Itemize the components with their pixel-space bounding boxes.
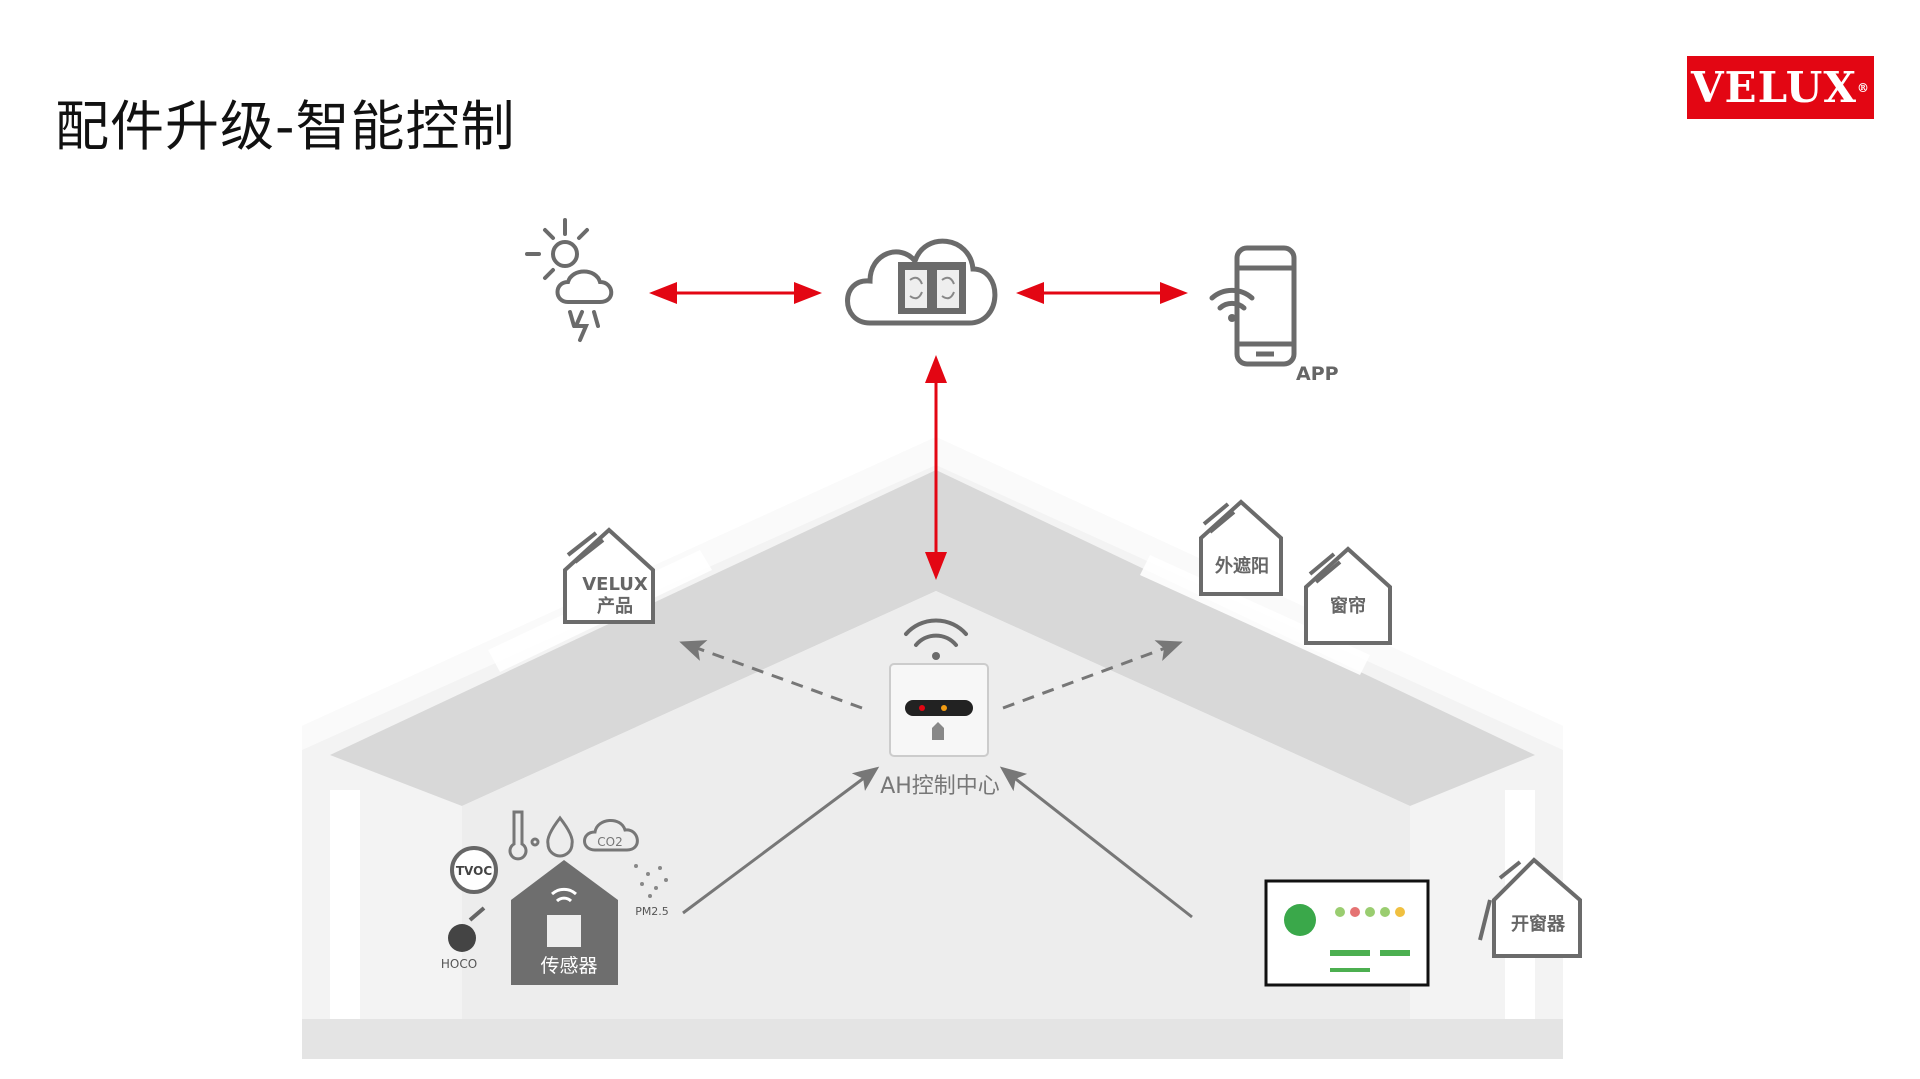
window-opener-label: 开窗器: [1511, 913, 1566, 935]
display-to-hub-arrow: [999, 766, 1193, 919]
velux-logo: VELUX®: [1687, 56, 1874, 119]
sensor-label: 传感器: [540, 955, 597, 977]
logo-text: VELUX: [1690, 63, 1858, 112]
hub-label: AH控制中心: [880, 774, 1000, 799]
external-shading-label: 外遮阳: [1215, 555, 1269, 577]
app-label: APP: [1296, 363, 1339, 385]
hub-to-shading-arrow: [1002, 640, 1183, 710]
thermometer-icon: [508, 810, 540, 861]
pm25-particles-icon: [634, 864, 668, 898]
sensor-group: [448, 810, 668, 985]
velux-product-label-2: 产品: [597, 595, 633, 617]
co2-label: CO2: [597, 835, 622, 849]
tvoc-label: TVOC: [456, 864, 492, 878]
hoco-label: HOCO: [441, 957, 477, 971]
hoco-flask-icon: [448, 906, 486, 952]
external-shading-icon: [1199, 499, 1283, 596]
weather-icon: [525, 218, 614, 342]
ah-control-hub: [889, 618, 989, 757]
curtain-label: 窗帘: [1330, 595, 1366, 617]
page-title: 配件升级-智能控制: [55, 95, 516, 158]
window-opener-icon: [1478, 857, 1582, 958]
wifi-icon: [904, 618, 968, 647]
tvoc-icon: [450, 846, 498, 894]
phone-app-icon: [1209, 245, 1297, 367]
velux-product-label-1: VELUX: [582, 574, 648, 595]
hub-to-velux-arrow: [679, 640, 863, 710]
cloud-brain-icon: [845, 238, 998, 326]
curtain-icon: [1304, 546, 1392, 645]
dashboard-display: [1264, 879, 1430, 987]
red-connection-arrows: [649, 282, 1188, 580]
sensor-to-hub-arrow: [682, 766, 880, 915]
co2-cloud-icon: [583, 819, 639, 852]
velux-product-icon: [563, 527, 655, 624]
water-drop-icon: [546, 815, 574, 858]
pm25-label: PM2.5: [635, 905, 669, 918]
